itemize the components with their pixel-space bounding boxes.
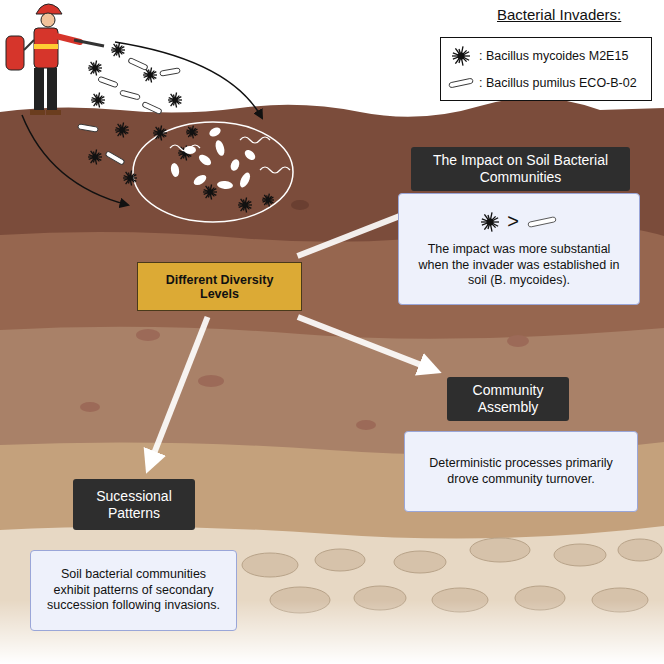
info-box: Deterministic processes primarily drove … — [404, 431, 638, 512]
info-box: > The impact was more substantial when th… — [398, 193, 640, 305]
mycoides-icon — [479, 211, 501, 233]
bacillus-mycoides-icon — [91, 92, 105, 107]
node-text: The impact was more substantial when the… — [411, 242, 627, 289]
legend-title: Bacterial Invaders: — [497, 6, 621, 23]
bacillus-pumilus-icon — [528, 216, 556, 227]
legend-entry: : Bacillus mycoides M2E15 — [447, 42, 645, 69]
bacillus-pumilus-icon — [160, 68, 181, 76]
node-text: Deterministic processes primarily drove … — [417, 456, 625, 487]
spray-arrow — [22, 115, 128, 205]
legend-text: : Bacillus mycoides M2E15 — [479, 49, 628, 63]
node-text: Community Assembly — [455, 382, 561, 416]
legend-symbol — [447, 45, 475, 67]
bacillus-mycoides-icon — [115, 122, 129, 137]
bacillus-pumilus-icon — [98, 76, 119, 88]
person-spraying — [6, 4, 104, 115]
spray-arrow — [115, 42, 262, 118]
bacillus-pumilus-icon — [449, 78, 474, 88]
pumilus-icon — [525, 214, 559, 230]
bacillus-mycoides-icon — [238, 197, 252, 212]
legend-box: : Bacillus mycoides M2E15 : Bacillus pumi… — [440, 37, 652, 101]
bacillus-mycoides-icon — [262, 194, 274, 207]
bacillus-mycoides-icon — [481, 212, 499, 231]
legend-text: : Bacillus pumilus ECO-B-02 — [479, 76, 637, 90]
node-text: Soil bacterial communities exhibit patte… — [43, 567, 224, 614]
legend-entry: : Bacillus pumilus ECO-B-02 — [447, 69, 645, 96]
bedrock-layer — [0, 526, 664, 664]
header-box: The Impact on Soil Bacterial Communities — [411, 147, 630, 191]
legend-symbol — [447, 72, 475, 94]
node-text: Sucessional Patterns — [81, 488, 187, 522]
bacillus-pumilus-icon — [142, 102, 162, 115]
bacillus-mycoides-icon — [452, 46, 470, 65]
bacillus-mycoides-icon — [123, 170, 137, 185]
bacillus-mycoides-icon — [153, 125, 167, 140]
flow-arrow — [149, 317, 208, 467]
header-box: Sucessional Patterns — [73, 479, 195, 530]
info-box: Soil bacterial communities exhibit patte… — [30, 550, 237, 631]
bacillus-pumilus-icon — [128, 58, 148, 71]
bacillus-pumilus-icon — [120, 90, 141, 100]
header-box: Community Assembly — [447, 377, 569, 421]
bacillus-pumilus-icon — [105, 151, 125, 165]
bacillus-mycoides-icon — [111, 42, 125, 57]
bacillus-mycoides-icon — [186, 126, 198, 139]
bacteria-cloud — [78, 42, 290, 212]
bacillus-mycoides-icon — [88, 149, 102, 164]
bacillus-mycoides-icon — [168, 92, 182, 107]
bacillus-mycoides-icon — [203, 184, 217, 199]
soil-sample-circle — [133, 122, 293, 222]
diversity-box: Different Diversity Levels — [137, 262, 302, 311]
comparison-sign: > — [507, 209, 519, 234]
node-text: The Impact on Soil Bacterial Communities — [419, 152, 622, 186]
flow-arrow — [298, 317, 435, 370]
node-text: Different Diversity Levels — [146, 273, 293, 301]
bacillus-pumilus-icon — [78, 124, 99, 132]
bacillus-mycoides-icon — [88, 60, 102, 75]
